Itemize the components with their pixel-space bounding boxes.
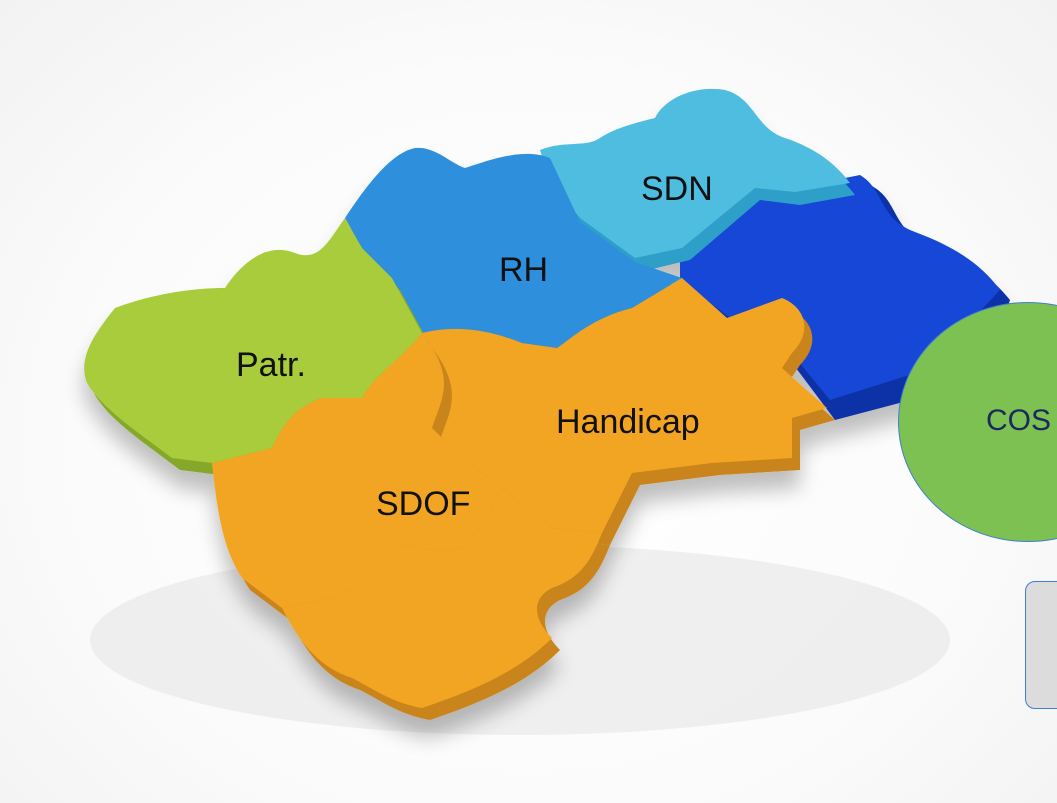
label-sdn: SDN: [641, 170, 713, 208]
puzzle-piece-sdn: [540, 88, 855, 273]
puzzle-piece-patr: [84, 218, 430, 475]
label-sdof: SDOF: [376, 485, 471, 523]
puzzle-piece-handicap: [422, 278, 835, 545]
cos-circle-label: COS: [986, 404, 1052, 437]
puzzle-piece-orange-lower: [282, 488, 610, 720]
label-handicap: Handicap: [556, 403, 700, 441]
puzzle-piece-rh: [345, 147, 690, 360]
grey-box: [1025, 581, 1057, 709]
label-rh: RH: [499, 251, 549, 289]
label-patr: Patr.: [236, 346, 306, 384]
